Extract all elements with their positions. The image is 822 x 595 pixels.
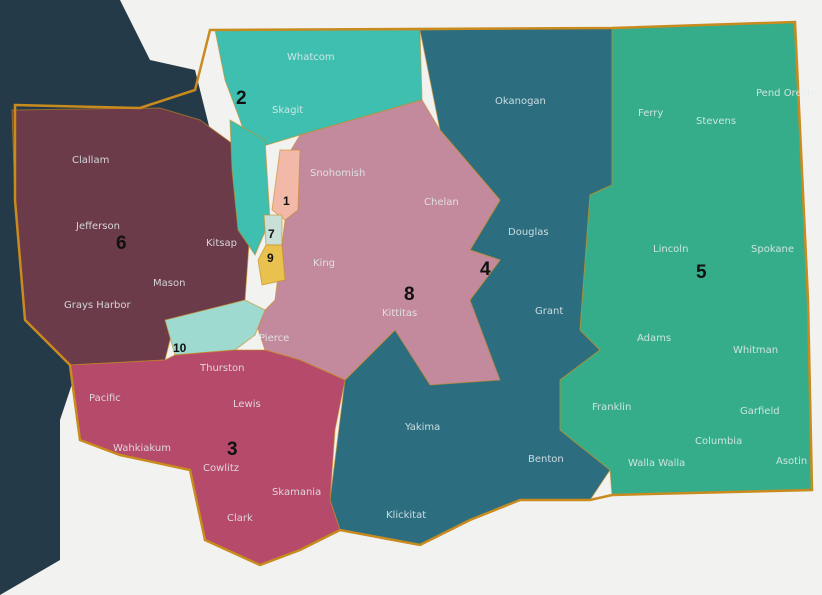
district-8-region[interactable] bbox=[254, 99, 501, 386]
county-label-jefferson: Jefferson bbox=[75, 221, 120, 232]
county-label-clallam: Clallam bbox=[72, 155, 109, 166]
county-label-spokane: Spokane bbox=[751, 244, 794, 255]
county-label-clark: Clark bbox=[227, 513, 253, 524]
district-number-3: 3 bbox=[227, 439, 238, 460]
county-label-walla-walla: Walla Walla bbox=[628, 458, 685, 469]
county-label-adams: Adams bbox=[637, 333, 671, 344]
district-1-region[interactable] bbox=[271, 149, 301, 221]
county-label-benton: Benton bbox=[528, 454, 564, 465]
county-label-yakima: Yakima bbox=[404, 422, 440, 433]
district-9-region[interactable] bbox=[257, 244, 286, 286]
county-label-skagit: Skagit bbox=[272, 105, 303, 116]
county-label-wahkiakum: Wahkiakum bbox=[113, 443, 171, 454]
county-label-mason: Mason bbox=[153, 278, 185, 289]
county-label-whitman: Whitman bbox=[733, 345, 778, 356]
county-label-columbia: Columbia bbox=[695, 436, 742, 447]
county-label-grant: Grant bbox=[535, 306, 563, 317]
district-number-7: 7 bbox=[268, 227, 275, 241]
county-label-cowlitz: Cowlitz bbox=[203, 463, 239, 474]
county-label-whatcom: Whatcom bbox=[287, 52, 335, 63]
county-label-klickitat: Klickitat bbox=[386, 510, 426, 521]
county-label-skamania: Skamania bbox=[272, 487, 321, 498]
district-number-6: 6 bbox=[116, 233, 127, 254]
county-label-king: King bbox=[313, 258, 335, 269]
state-border bbox=[13, 20, 814, 567]
county-label-ferry: Ferry bbox=[638, 108, 663, 119]
county-label-stevens: Stevens bbox=[696, 116, 736, 127]
county-label-chelan: Chelan bbox=[424, 197, 459, 208]
district-number-2: 2 bbox=[236, 88, 247, 109]
district-2-islands[interactable] bbox=[229, 119, 271, 257]
county-label-snohomish: Snohomish bbox=[310, 168, 365, 179]
county-label-pend-oreille: Pend Oreille bbox=[756, 88, 816, 99]
county-label-pacific: Pacific bbox=[89, 393, 121, 404]
district-2-region[interactable] bbox=[214, 29, 423, 151]
county-label-douglas: Douglas bbox=[508, 227, 549, 238]
district-number-5: 5 bbox=[696, 262, 707, 283]
district-number-8: 8 bbox=[404, 284, 415, 305]
county-label-asotin: Asotin bbox=[776, 456, 807, 467]
county-label-lewis: Lewis bbox=[233, 399, 261, 410]
district-number-9: 9 bbox=[267, 251, 274, 265]
district-number-1: 1 bbox=[283, 194, 290, 208]
district-number-4: 4 bbox=[480, 259, 491, 280]
county-label-pierce: Pierce bbox=[259, 333, 289, 344]
county-label-garfield: Garfield bbox=[740, 406, 780, 417]
county-label-thurston: Thurston bbox=[199, 363, 244, 374]
county-label-kitsap: Kitsap bbox=[206, 238, 237, 249]
county-label-lincoln: Lincoln bbox=[653, 244, 688, 255]
county-label-franklin: Franklin bbox=[592, 402, 631, 413]
county-label-okanogan: Okanogan bbox=[495, 96, 546, 107]
county-label-grays-harbor: Grays Harbor bbox=[64, 300, 132, 311]
district-number-10: 10 bbox=[173, 341, 187, 355]
county-label-kittitas: Kittitas bbox=[382, 308, 417, 319]
